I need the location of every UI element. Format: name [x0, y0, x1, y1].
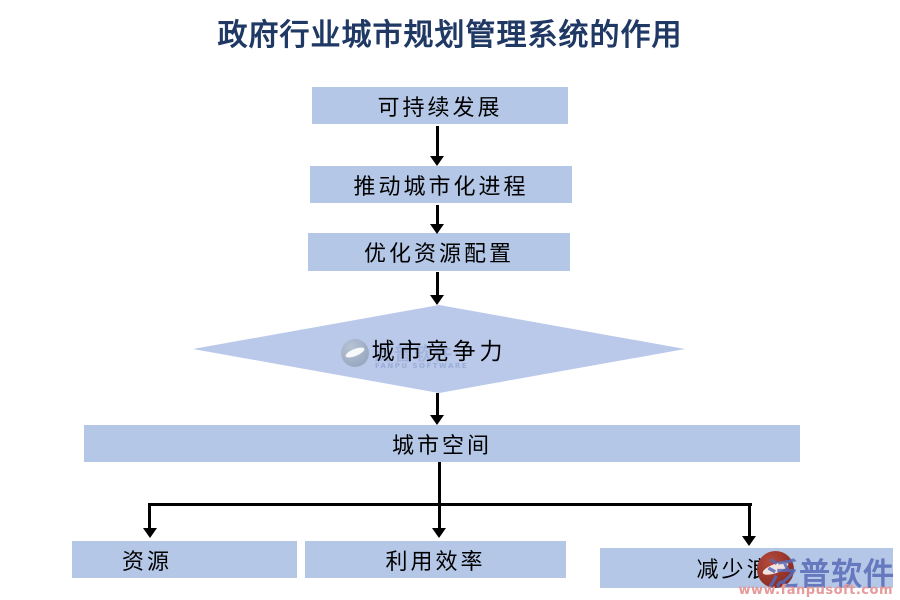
flow-node-sustainable-development: 可持续发展 — [312, 87, 568, 124]
arrowhead-down-icon — [432, 528, 446, 538]
node-label: 优化资源配置 — [363, 242, 514, 267]
flow-node-urbanization-process: 推动城市化进程 — [310, 166, 572, 203]
connector-line — [436, 393, 439, 416]
arrowhead-down-icon — [430, 224, 444, 234]
watermark-brand-text: 泛普软件 — [374, 344, 454, 365]
connector-line — [436, 272, 439, 296]
flow-node-reduce-waste: 减少浪费 — [600, 548, 893, 588]
node-label: 城市竞争力 — [193, 305, 685, 393]
connector-line — [748, 503, 751, 537]
connector-line — [438, 462, 441, 506]
watermark-brand-text: 泛普软件 — [767, 557, 895, 593]
flow-node-resources: 资源 — [72, 541, 297, 578]
connector-line — [148, 503, 151, 529]
arrowhead-down-icon — [430, 156, 444, 166]
fanpu-logo-icon — [757, 551, 794, 588]
arrowhead-down-icon — [742, 536, 756, 546]
node-label-text: 城市竞争力 — [371, 339, 507, 365]
flow-node-utilization-efficiency: 利用效率 — [305, 541, 566, 578]
arrowhead-down-icon — [143, 528, 157, 538]
connector-line — [436, 205, 439, 225]
watermark-brand-en-text: FANPU SOFTWARE — [375, 362, 469, 370]
node-label: 可持续发展 — [377, 95, 503, 121]
fanpu-logo-icon — [341, 339, 369, 367]
page-title: 政府行业城市规划管理系统的作用 — [217, 18, 683, 53]
flow-node-urban-space: 城市空间 — [84, 425, 800, 462]
flow-node-optimize-resources: 优化资源配置 — [308, 233, 570, 271]
node-label: 城市空间 — [391, 433, 492, 459]
node-label: 推动城市化进程 — [353, 174, 529, 200]
arrowhead-down-icon — [430, 295, 444, 305]
connector-line — [148, 503, 752, 506]
watermark-url-text: www.fanpusoft.com — [738, 583, 893, 598]
node-label: 资源 — [122, 549, 173, 575]
connector-line — [438, 503, 441, 529]
node-label: 利用效率 — [385, 549, 486, 575]
connector-line — [436, 126, 439, 157]
arrowhead-down-icon — [430, 415, 444, 425]
